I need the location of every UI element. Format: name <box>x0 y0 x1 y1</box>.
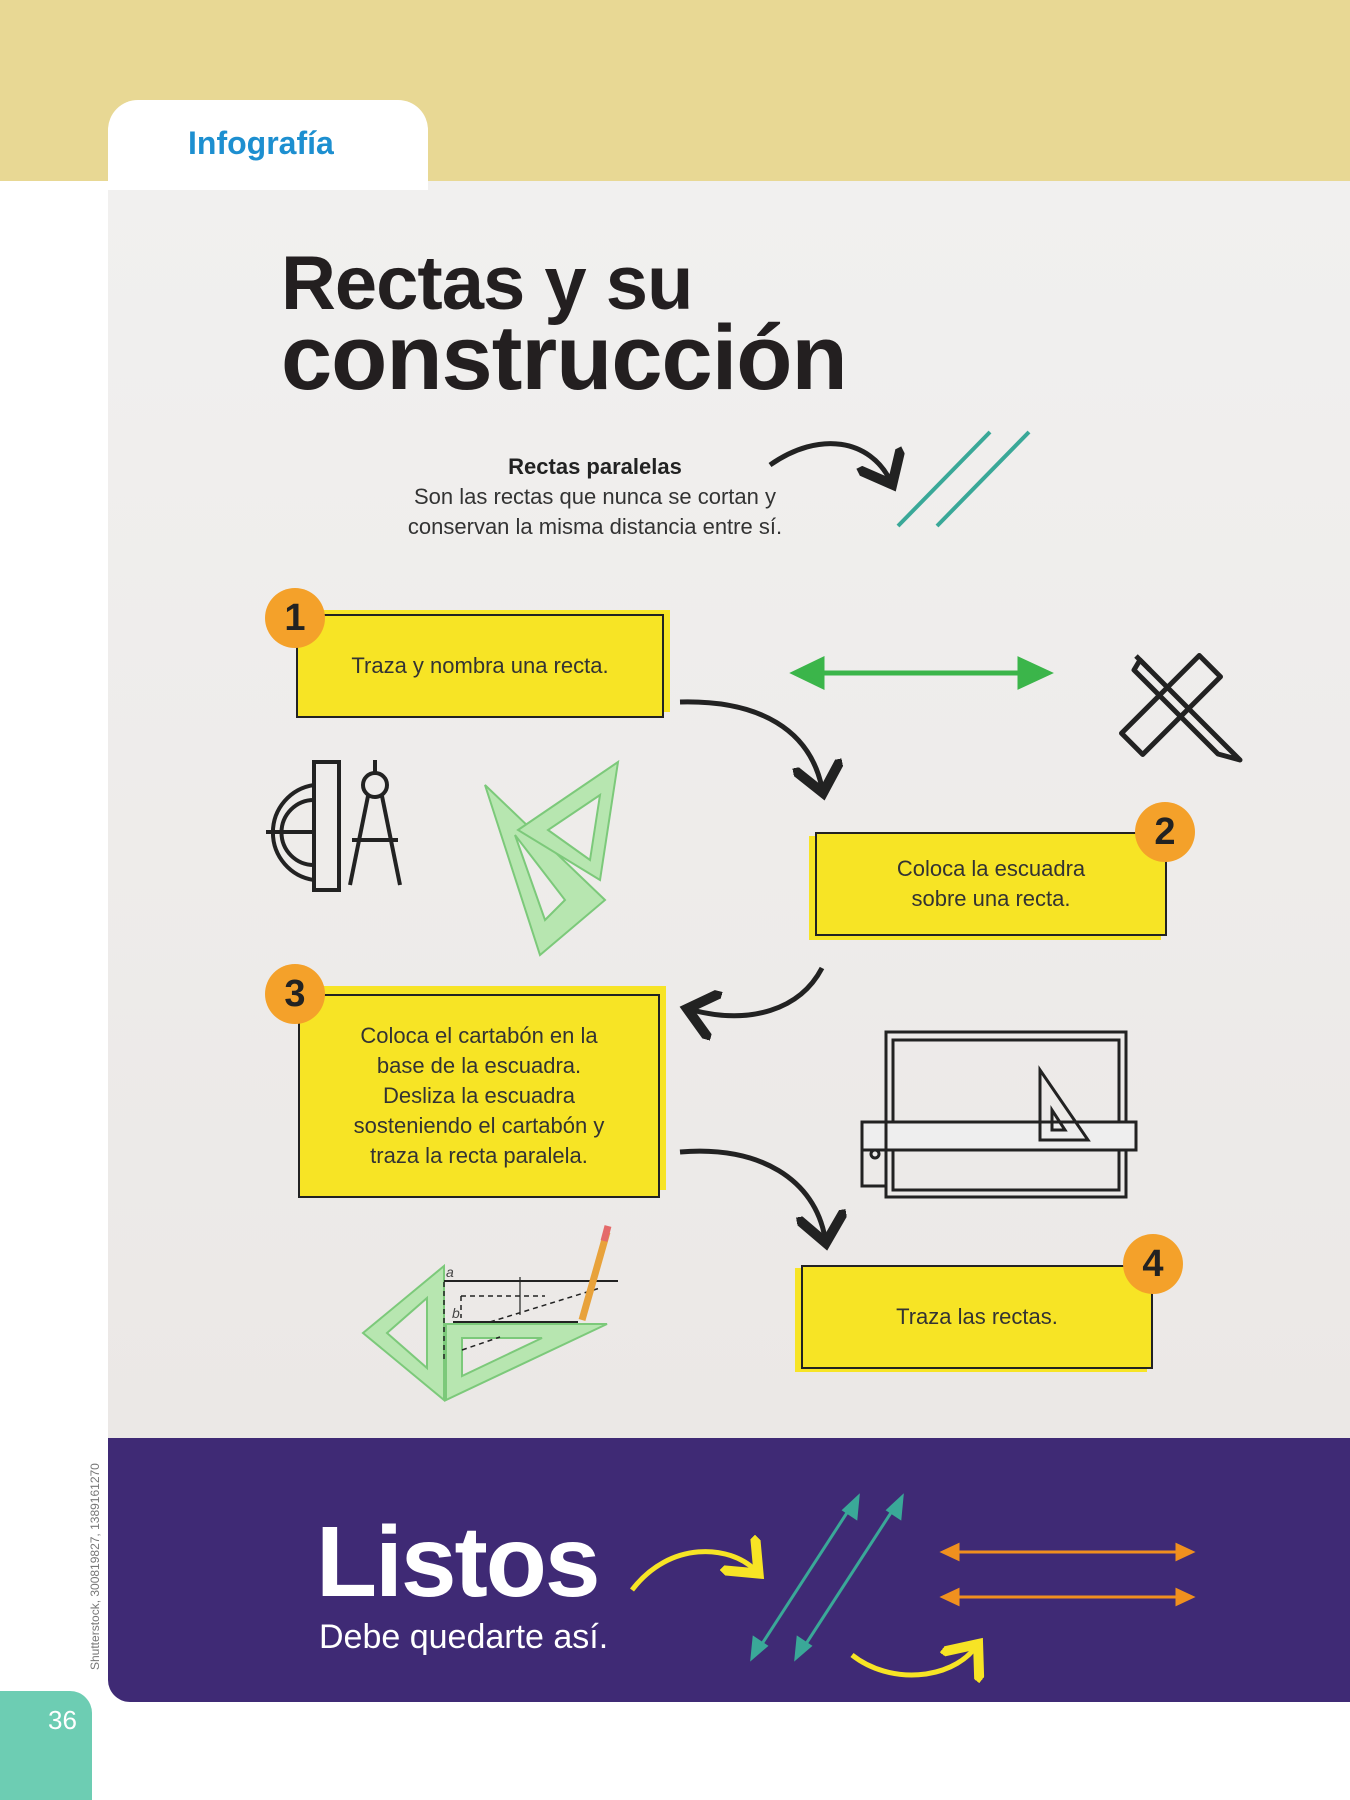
page-number-tab: 36 <box>0 1691 92 1800</box>
step-4-text: Traza las rectas. <box>896 1304 1058 1329</box>
set-squares-icon <box>484 759 620 957</box>
step-2-box: Coloca la escuadra sobre una recta. <box>815 832 1167 936</box>
curved-arrow-2 <box>679 699 822 788</box>
point-b-label: b <box>452 1305 460 1321</box>
point-a-label: a <box>446 1264 454 1280</box>
page-title-line2: construcción <box>281 307 848 409</box>
step-3-text: Coloca el cartabón en la base de la escu… <box>353 1023 605 1168</box>
image-credit: Shutterstock, 300819827, 1389161270 <box>88 1463 102 1670</box>
step-1-box: Traza y nombra una recta. <box>296 614 664 718</box>
definition: Rectas paralelas Son las rectas que nunc… <box>395 452 795 542</box>
step-4-badge: 4 <box>1123 1234 1183 1294</box>
curved-arrow-3 <box>692 966 825 1016</box>
parallel-lines-icon <box>896 430 1031 528</box>
yellow-arrow-2 <box>850 1648 975 1675</box>
protractor-compass-icon <box>266 760 402 892</box>
step-1-badge: 1 <box>265 588 325 648</box>
teal-parallel-arrows-icon <box>750 1493 904 1662</box>
definition-text: Son las rectas que nunca se cortan y con… <box>407 484 783 539</box>
page-title-line1: Rectas y su <box>281 241 693 326</box>
section-tab-label: Infografía <box>188 125 334 161</box>
step-3-box: Coloca el cartabón en la base de la escu… <box>298 994 660 1198</box>
orange-parallel-arrows-icon <box>939 1542 1196 1607</box>
step-2-badge: 2 <box>1135 802 1195 862</box>
definition-heading: Rectas paralelas <box>508 454 682 479</box>
step-2-text: Coloca la escuadra sobre una recta. <box>896 856 1086 911</box>
step-3-badge: 3 <box>265 964 325 1024</box>
footer-title: Listos <box>316 1506 600 1618</box>
pencil-ruler-icon <box>1119 653 1243 763</box>
step-4-box: Traza las rectas. <box>801 1265 1153 1369</box>
yellow-arrow-1 <box>630 1552 755 1592</box>
footer-subtitle: Debe quedarte así. <box>319 1618 609 1656</box>
curved-arrow-4 <box>679 1148 825 1238</box>
curved-arrow-1 <box>768 441 890 480</box>
parallel-construction-diagram: a b <box>361 1225 618 1403</box>
drawing-board-icon <box>860 1030 1138 1199</box>
step-1-text: Traza y nombra una recta. <box>351 653 609 678</box>
double-arrow-icon <box>789 656 1054 690</box>
section-tab: Infografía <box>108 100 428 190</box>
page-number: 36 <box>48 1705 77 1735</box>
